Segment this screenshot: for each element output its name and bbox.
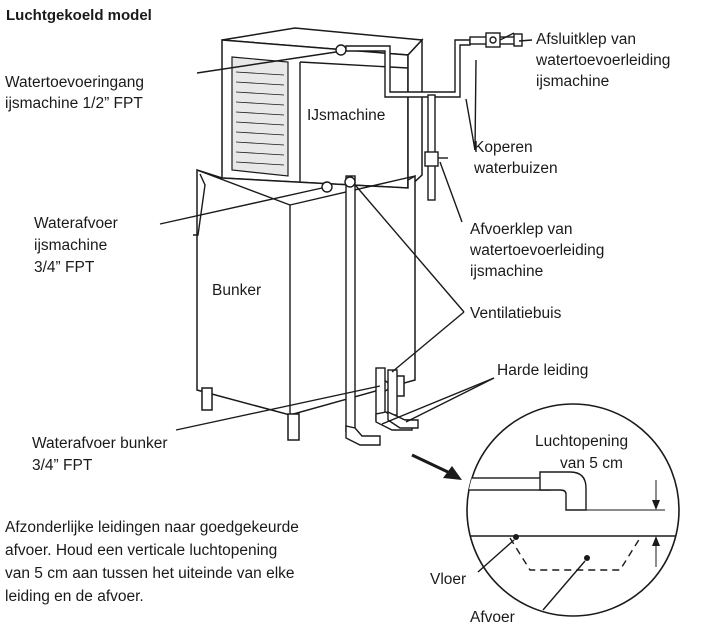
label-icemaker-drain: Waterafvoer ijsmachine 3/4” FPT <box>34 215 118 276</box>
svg-text:leiding en de afvoer.: leiding en de afvoer. <box>5 588 144 605</box>
label-drain: Afvoer <box>470 609 515 626</box>
drain-piping <box>321 175 419 446</box>
svg-text:Luchtopening: Luchtopening <box>535 433 628 450</box>
svg-text:Waterafvoer bunker: Waterafvoer bunker <box>32 435 168 452</box>
label-shutoff-valve: Afsluitklep van watertoevoerleiding ijsm… <box>535 31 670 90</box>
copper-water-line <box>335 32 523 201</box>
svg-text:watertoevoerleiding: watertoevoerleiding <box>469 242 604 259</box>
label-copper-tubing: Koperen waterbuizen <box>473 139 558 177</box>
svg-text:ijsmachine: ijsmachine <box>470 263 543 280</box>
svg-text:3/4” FPT: 3/4” FPT <box>32 457 93 474</box>
icemaker-unit <box>221 27 424 190</box>
drain-valve-icon[interactable] <box>424 151 448 167</box>
shutoff-valve-icon[interactable] <box>485 32 515 48</box>
label-hard-piping: Harde leiding <box>497 362 588 379</box>
label-bin: Bunker <box>212 282 261 299</box>
bin-leg <box>287 413 300 441</box>
leader-lines <box>159 39 533 431</box>
svg-text:ijsmachine: ijsmachine <box>536 73 609 90</box>
svg-text:Koperen: Koperen <box>474 139 533 156</box>
svg-text:Afsluitklep van: Afsluitklep van <box>536 31 636 48</box>
detail-arrow-icon <box>411 453 462 480</box>
svg-text:3/4” FPT: 3/4” FPT <box>34 259 95 276</box>
svg-text:van 5 cm: van 5 cm <box>560 455 623 472</box>
installation-note: Afzonderlijke leidingen naar goedgekeurd… <box>5 519 299 605</box>
svg-text:Waterafvoer: Waterafvoer <box>34 215 118 232</box>
air-gap-detail <box>466 403 680 617</box>
svg-text:waterbuizen: waterbuizen <box>473 160 558 177</box>
svg-text:ijsmachine: ijsmachine <box>34 237 107 254</box>
svg-text:Afvoerklep van: Afvoerklep van <box>470 221 573 238</box>
label-icemaker: IJsmachine <box>307 107 385 124</box>
label-floor: Vloer <box>430 571 466 588</box>
label-water-supply-inlet: Watertoevoeringang ijsmachine 1/2” FPT <box>5 74 144 112</box>
label-air-gap: Luchtopening van 5 cm <box>535 433 628 472</box>
icemaker-drain-fitting <box>321 181 333 193</box>
svg-text:afvoer. Houd een verticale luc: afvoer. Houd een verticale luchtopening <box>5 542 277 559</box>
svg-text:watertoevoerleiding: watertoevoerleiding <box>535 52 670 69</box>
bin-scoop-hook <box>193 173 206 236</box>
louver-slats <box>235 71 285 166</box>
svg-text:van 5 cm aan tussen het uitein: van 5 cm aan tussen het uiteinde van elk… <box>5 565 295 582</box>
water-inlet-fitting <box>335 44 347 56</box>
svg-text:ijsmachine 1/2” FPT: ijsmachine 1/2” FPT <box>5 95 143 112</box>
svg-text:Watertoevoeringang: Watertoevoeringang <box>5 74 144 91</box>
label-drain-valve: Afvoerklep van watertoevoerleiding ijsma… <box>469 221 604 280</box>
diagram-title: Luchtgekoeld model <box>6 7 152 24</box>
louver-panel <box>231 56 289 177</box>
svg-text:Afzonderlijke leidingen naar g: Afzonderlijke leidingen naar goedgekeurd… <box>5 519 299 536</box>
label-vent-tube: Ventilatiebuis <box>470 305 562 322</box>
bin-leg <box>201 387 213 411</box>
label-bin-drain: Waterafvoer bunker 3/4” FPT <box>32 435 168 474</box>
